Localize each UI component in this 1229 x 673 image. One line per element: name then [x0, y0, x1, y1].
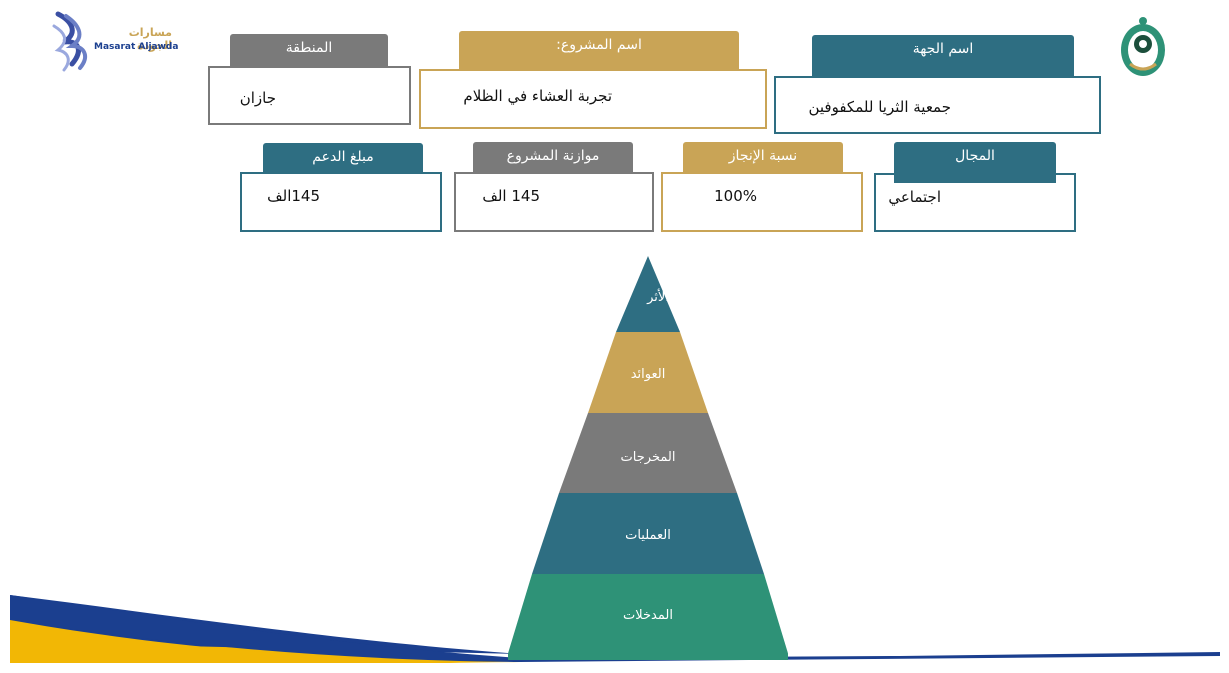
pyramid-shapes	[508, 256, 788, 660]
pyramid-label-processes: العمليات	[625, 528, 671, 543]
association-emblem-icon	[1121, 17, 1165, 76]
domain-value: اجتماعي	[888, 188, 941, 206]
project-budget-value-box: 145 الف	[454, 172, 654, 232]
region-value: جازان	[239, 89, 276, 107]
support-amount-value: 145الف	[267, 187, 320, 205]
logo-english-text: Masarat Aljawda	[94, 42, 179, 52]
completion-value: 100%	[714, 187, 757, 205]
association-emblem	[1112, 14, 1174, 82]
region-label: المنطقة	[285, 40, 333, 56]
project-budget-value: 145 الف	[482, 187, 540, 205]
support-amount-label: مبلغ الدعم	[312, 149, 374, 165]
project-budget-label-tab: موازنة المشروع	[473, 142, 633, 173]
bottom-swoosh-decoration	[10, 595, 1220, 663]
project-name-label-tab: اسم المشروع:	[459, 31, 739, 70]
pyramid-level-processes	[532, 493, 764, 574]
pyramid-level-outputs	[559, 413, 737, 493]
region-label-tab: المنطقة	[230, 34, 388, 67]
project-name-value-box: تجربة العشاء في الظلام	[419, 69, 767, 129]
domain-label: المجال	[955, 148, 995, 164]
pyramid-level-returns	[588, 332, 708, 413]
support-amount-value-box: 145الف	[240, 172, 442, 232]
masarat-logo-mark-icon	[52, 11, 88, 72]
completion-label-tab: نسبة الإنجاز	[683, 142, 843, 173]
impact-pyramid: الأثر العوائد المخرجات العمليات المدخلات	[508, 256, 788, 660]
entity-name-label: اسم الجهة	[912, 41, 974, 57]
pyramid-label-inputs: المدخلات	[623, 608, 673, 623]
region-value-box: جازان	[208, 66, 411, 125]
pyramid-label-outputs: المخرجات	[620, 450, 676, 465]
project-name-value: تجربة العشاء في الظلام	[463, 87, 612, 105]
domain-label-tab: المجال	[894, 142, 1056, 183]
completion-label: نسبة الإنجاز	[728, 148, 798, 164]
entity-name-value-box: جمعية الثريا للمكفوفين	[774, 76, 1101, 134]
completion-value-box: 100%	[661, 172, 863, 232]
project-name-label: اسم المشروع:	[556, 37, 642, 53]
pyramid-level-inputs	[508, 574, 788, 660]
masarat-logo: مسارات الجودة Masarat Aljawda	[50, 10, 180, 72]
project-budget-label: موازنة المشروع	[506, 148, 600, 164]
logo-arabic-text: مسارات الجودة	[128, 26, 172, 52]
pyramid-label-returns: العوائد	[630, 367, 666, 382]
pyramid-level-impact	[616, 256, 680, 332]
entity-name-value: جمعية الثريا للمكفوفين	[808, 98, 951, 116]
pyramid-label-impact: الأثر	[647, 290, 669, 305]
support-amount-label-tab: مبلغ الدعم	[263, 143, 423, 173]
entity-name-label-tab: اسم الجهة	[812, 35, 1074, 77]
